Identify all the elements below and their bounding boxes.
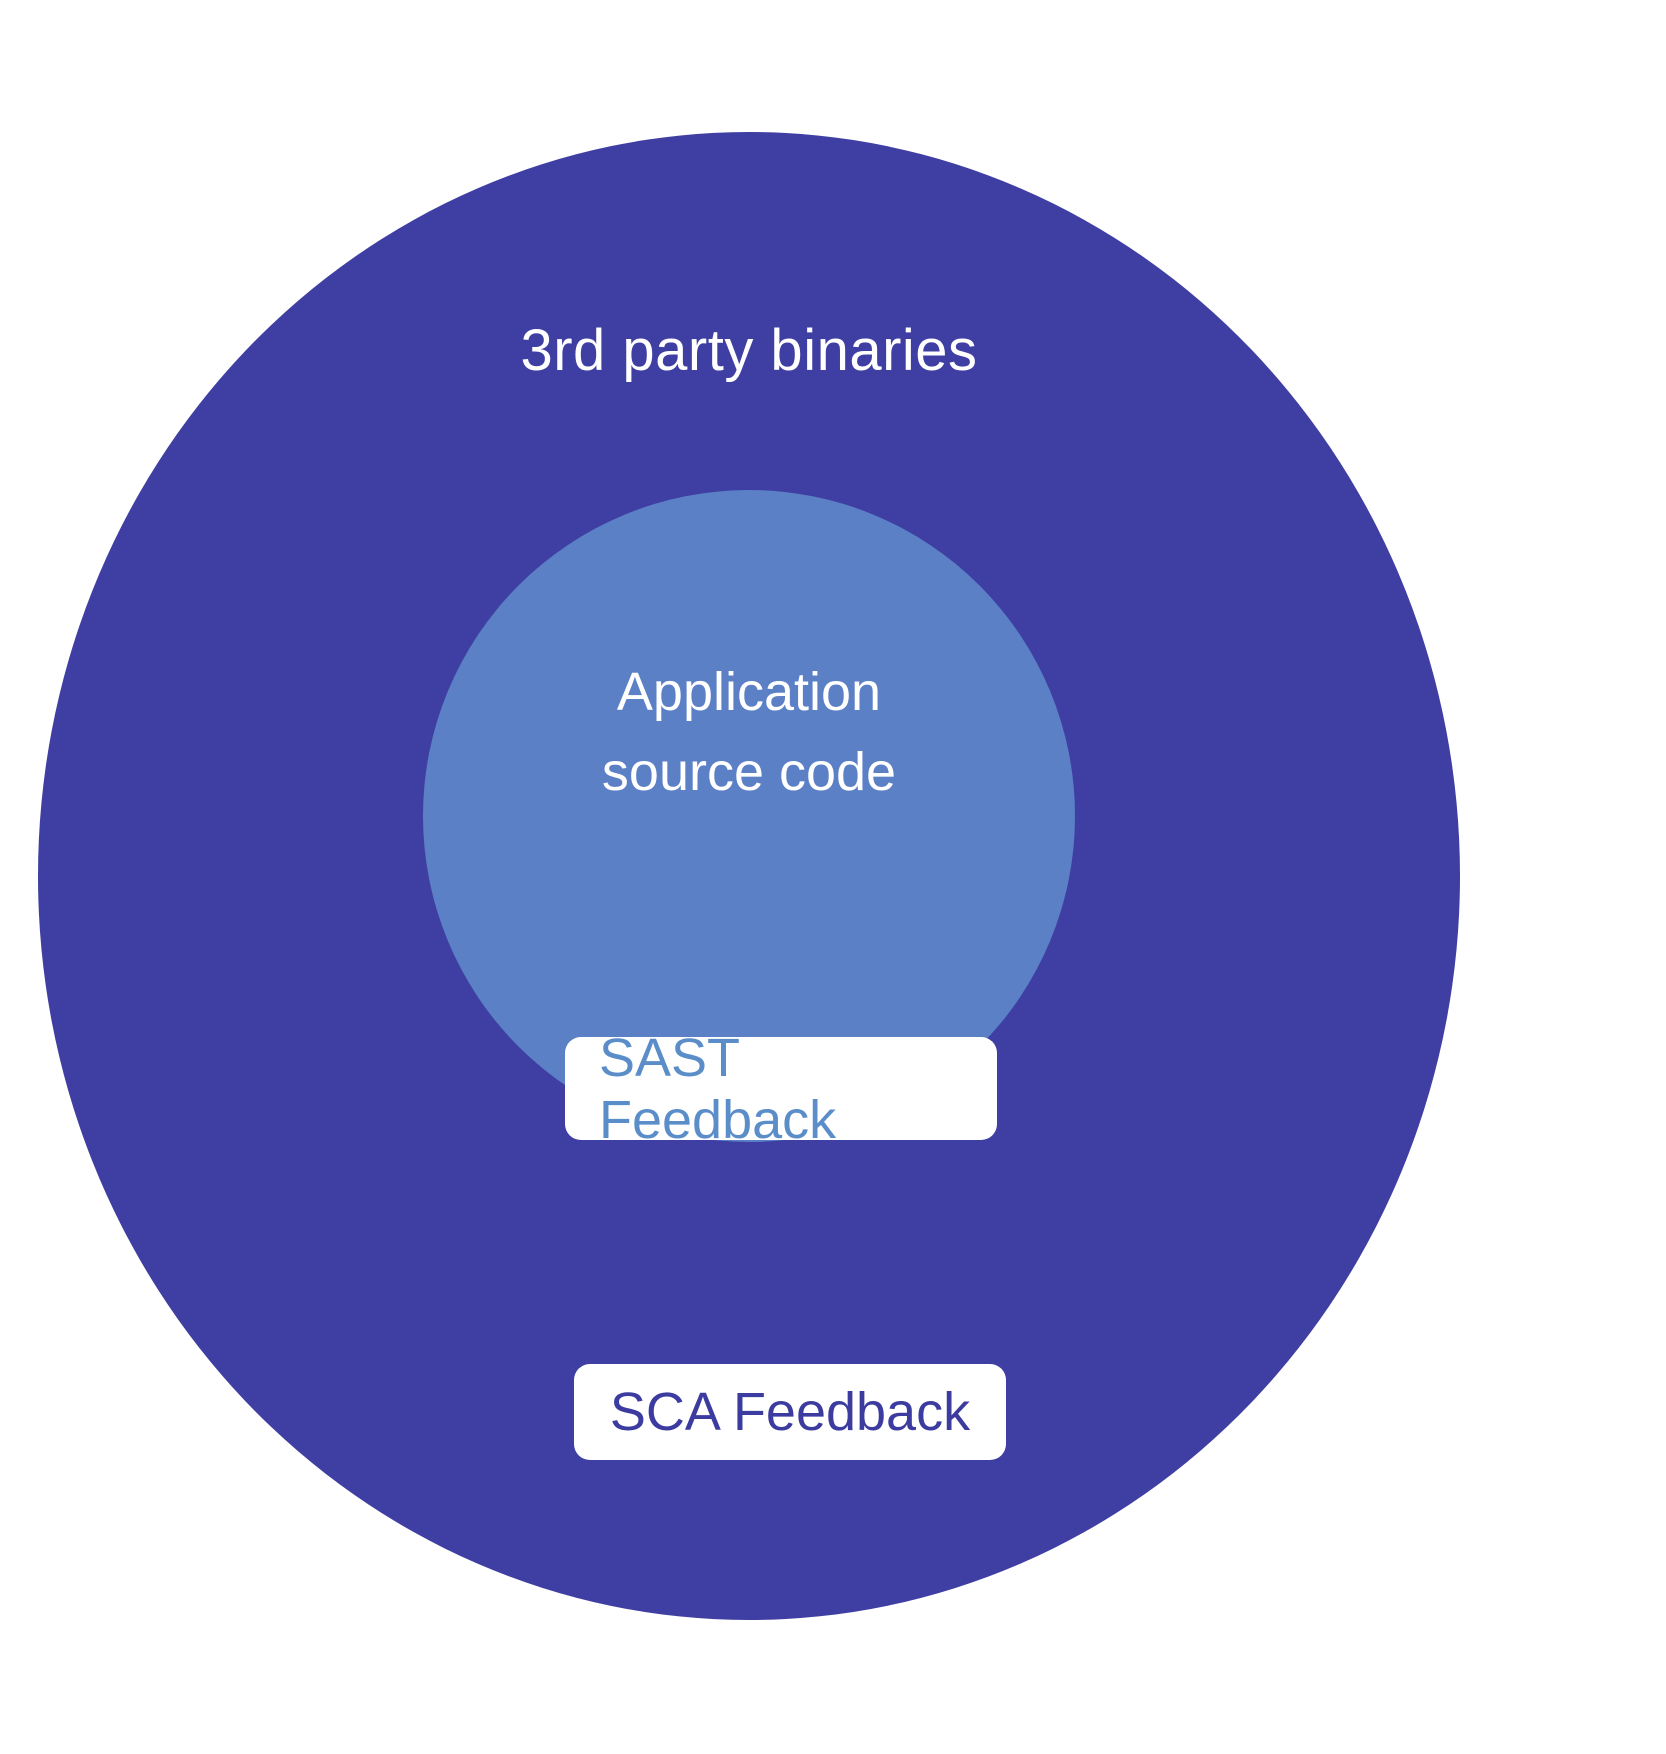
outer-circle-label: 3rd party binaries	[520, 318, 978, 383]
inner-circle-label: Application source code	[423, 652, 1075, 812]
inner-circle-label-line1: Application	[616, 662, 882, 722]
sast-feedback-badge: SAST Feedback	[565, 1028, 997, 1150]
sast-feedback-label: SAST Feedback	[599, 1027, 837, 1150]
sca-feedback-badge: SCA Feedback	[574, 1364, 1006, 1460]
outer-circle-3rd-party-binaries: 3rd party binaries Application source co…	[38, 132, 1460, 1620]
inner-circle-application-source-code: Application source code	[423, 490, 1075, 1142]
inner-circle-label-line2: source code	[601, 742, 897, 802]
sca-feedback-label: SCA Feedback	[609, 1382, 971, 1442]
